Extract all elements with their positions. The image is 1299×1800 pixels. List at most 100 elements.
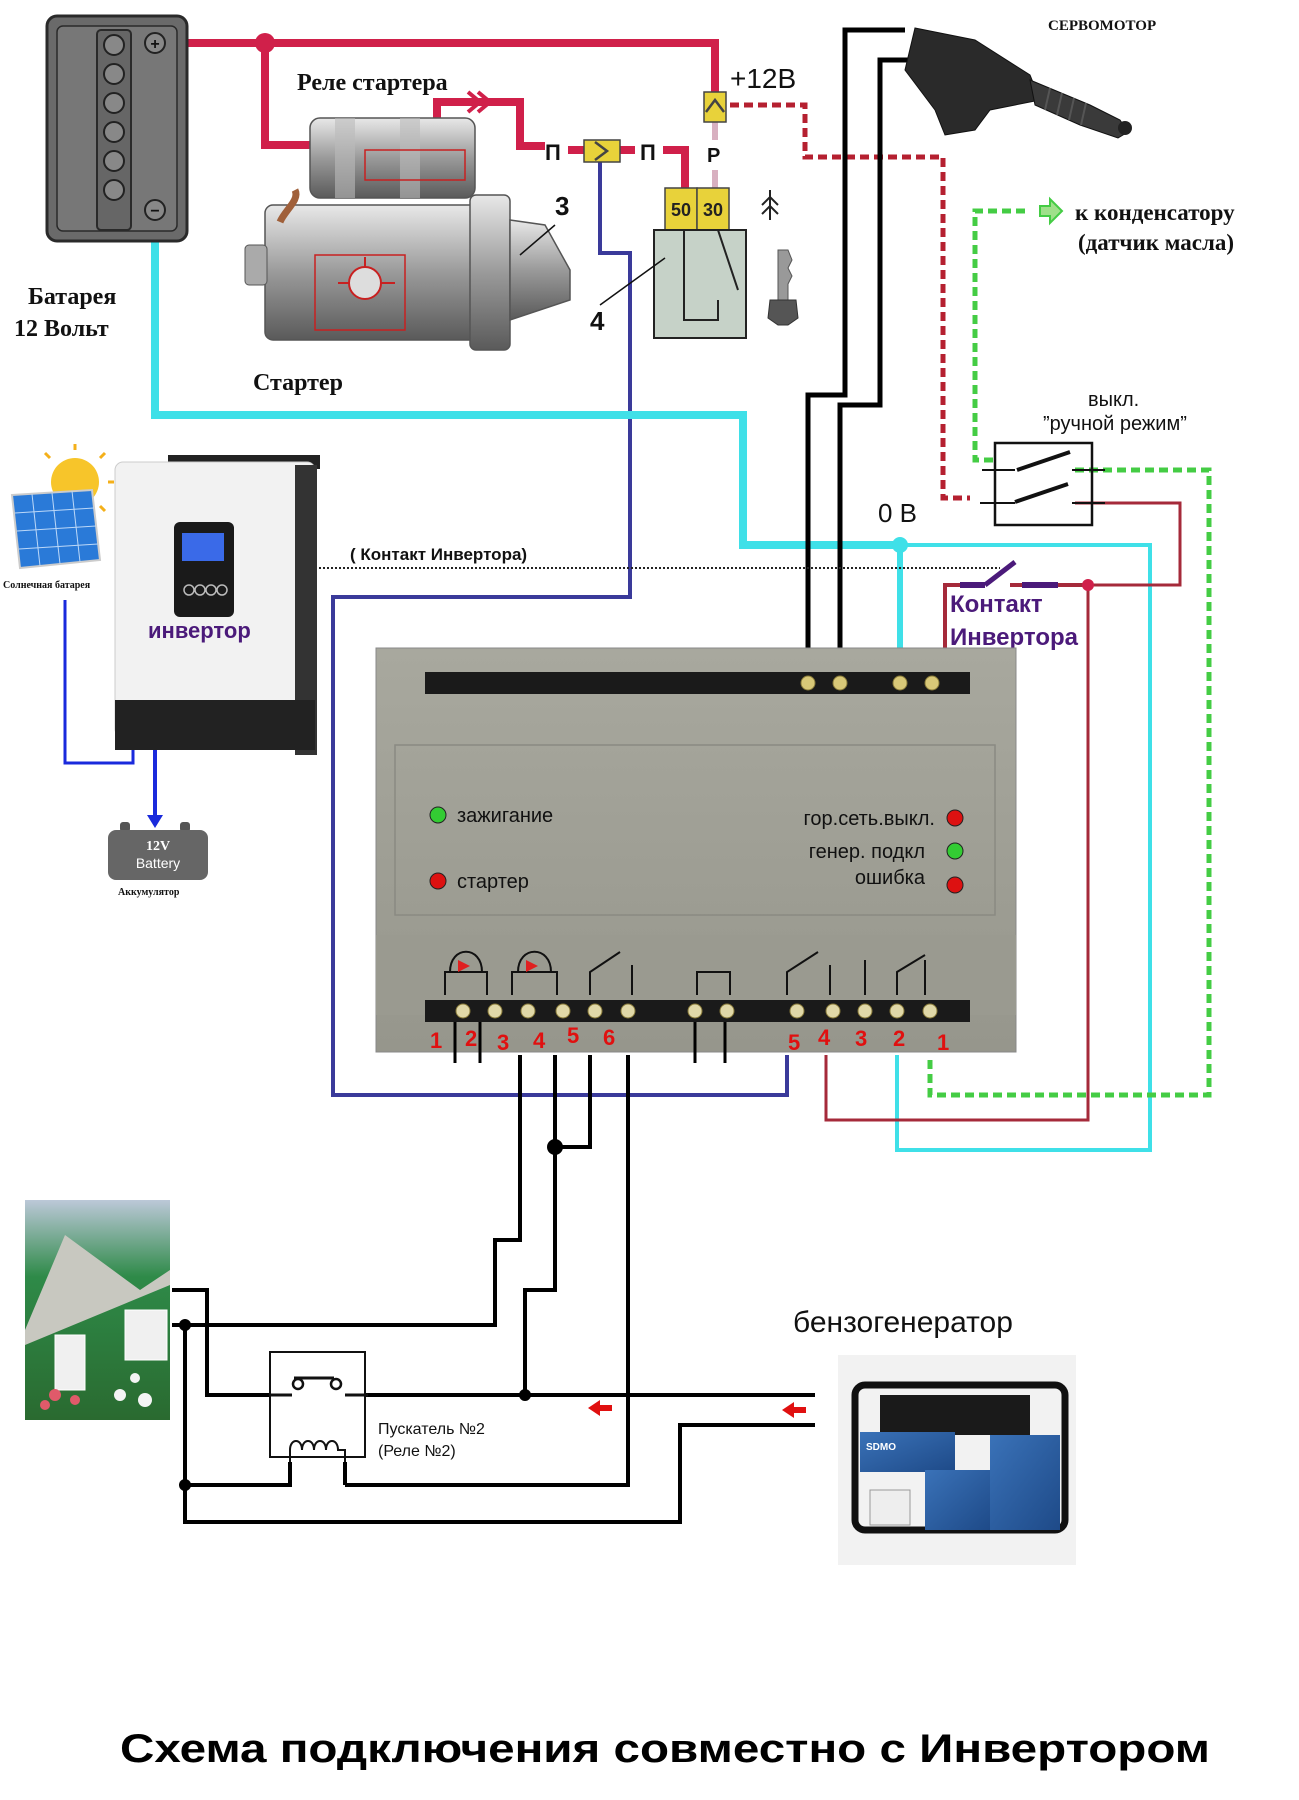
car-battery: + −	[45, 14, 189, 243]
callout-line-3	[519, 224, 556, 256]
pin-r-label: Р	[707, 145, 720, 167]
callout-3: 3	[555, 191, 569, 221]
arrow-left-icon	[782, 1402, 806, 1418]
led-ignition-label: зажигание	[457, 805, 553, 827]
wire-p-to-50	[663, 146, 689, 188]
manual-mode-switch[interactable]	[980, 441, 1105, 527]
house-photo	[25, 1200, 170, 1420]
wire-bottom-3	[175, 1055, 522, 1327]
battery-plus-icon: +	[150, 36, 159, 53]
led-error-label: ошибка	[855, 867, 926, 889]
led-grid-off-label: гор.сеть.выкл.	[804, 808, 935, 830]
terminal-stubs	[453, 1022, 727, 1063]
wire-servo-1	[805, 27, 905, 648]
inverter-label: инвертор	[148, 618, 251, 643]
relay2-label-line1: Пускатель №2	[378, 1421, 485, 1438]
manual-switch-label-line1: выкл.	[1088, 389, 1139, 411]
led-error	[946, 876, 964, 894]
relay2-contactor	[269, 1351, 368, 1462]
condenser-label-line2: (датчик масла)	[1078, 230, 1234, 255]
junction-bottom-45	[547, 1139, 563, 1155]
solar-panel-icon	[10, 444, 114, 570]
terminal-number: 5	[567, 1023, 579, 1048]
battery-label-line2: 12 Вольт	[14, 316, 109, 342]
battery-minus-icon: −	[150, 203, 159, 220]
terminal-number: 6	[603, 1025, 615, 1050]
junction-house-2	[179, 1479, 191, 1491]
ignition-switch: 50 30	[583, 91, 747, 339]
terminal-number: 2	[893, 1026, 905, 1051]
zero-volt-label: 0 В	[878, 498, 917, 528]
generator-photo: SDMO	[838, 1355, 1076, 1565]
wire-house-neutral	[172, 1323, 815, 1524]
backup-battery-label: Аккумулятор	[118, 887, 180, 898]
terminal-50-label: 50	[671, 200, 691, 220]
inverter-unit	[114, 455, 320, 755]
connector-p	[583, 139, 621, 163]
wire-house-top	[172, 1288, 292, 1397]
condenser-label-line1: к конденсатору	[1075, 200, 1235, 225]
connector-12v	[703, 91, 727, 123]
led-generator-connected	[946, 842, 964, 860]
battery-word: Battery	[136, 855, 180, 871]
terminal-number: 1	[430, 1028, 442, 1053]
pin-p1-label: П	[545, 140, 561, 165]
led-starter	[429, 872, 447, 890]
servomotor-label: СЕРВОМОТОР	[1048, 18, 1156, 34]
terminal-number: 3	[855, 1026, 867, 1051]
inverter-contact-label-line2: Инвертора	[950, 624, 1079, 651]
supply-12v-label: +12В	[730, 63, 796, 94]
led-generator-label: генер. подкл	[809, 841, 925, 863]
wire-battery-plus	[160, 39, 719, 92]
wire-bottom-6	[345, 1055, 630, 1487]
wires	[63, 27, 1212, 1524]
led-grid-off	[946, 809, 964, 827]
wire-solar-to-inverter	[63, 600, 135, 765]
terminal-numbers-right: 5 4 3 2 1	[788, 1025, 949, 1055]
inverter-contact-dotted-label: ( Контакт Инвертора)	[350, 545, 527, 564]
junction-plus	[255, 33, 275, 53]
wire-plus-to-starter-relay	[261, 43, 310, 149]
inverter-contact-label-line1: Контакт	[950, 591, 1043, 618]
page-title: Схема подключения совместно с Инвертором	[120, 1727, 1210, 1771]
starter-label: Стартер	[253, 370, 343, 396]
relay2-label-line2: (Реле №2)	[378, 1443, 456, 1460]
battery-cell-caps	[103, 34, 125, 201]
wire-12v-dashed	[730, 102, 970, 501]
backup-battery: 12V Battery	[108, 822, 208, 880]
generator-label: бензогенератор	[793, 1306, 1013, 1339]
wire-bottom-5	[555, 1055, 592, 1149]
led-starter-label: стартер	[457, 871, 529, 893]
terminal-number: 2	[465, 1026, 477, 1051]
wire-coil	[185, 1462, 292, 1487]
arrow-right-icon	[1039, 196, 1064, 226]
terminal-number: 3	[497, 1030, 509, 1055]
wire-darkred-contact	[824, 585, 1090, 1122]
top-terminal-strip	[425, 672, 970, 694]
callout-line-4	[599, 257, 666, 306]
key-icon	[767, 249, 799, 326]
wire-darkred-switch	[1075, 501, 1182, 587]
junction-house-1	[179, 1319, 191, 1331]
callout-4: 4	[590, 306, 605, 336]
top-screws	[800, 675, 940, 691]
wire-servo-2	[837, 57, 910, 648]
wire-green-loop	[927, 467, 1212, 1098]
battery-plus-terminal	[144, 32, 166, 54]
wire-relay-to-p	[433, 98, 545, 150]
battery-voltage: 12V	[146, 839, 170, 854]
wire-bottom-4	[523, 1055, 557, 1395]
wire-green-condenser	[972, 208, 1025, 463]
starter-motor	[244, 117, 571, 351]
led-ignition	[429, 806, 447, 824]
terminal-numbers-left: 1 2 3 4 5 6	[430, 1023, 615, 1055]
arrow-left-icon	[588, 1400, 612, 1416]
relay-symbols	[444, 950, 926, 995]
wire-cyan-ground	[151, 210, 900, 549]
wire-blue-control	[331, 162, 789, 1097]
servomotor	[904, 27, 1132, 139]
antenna-icon	[761, 190, 779, 220]
bottom-screws	[455, 1003, 938, 1019]
junction-relay-line	[519, 1389, 531, 1401]
